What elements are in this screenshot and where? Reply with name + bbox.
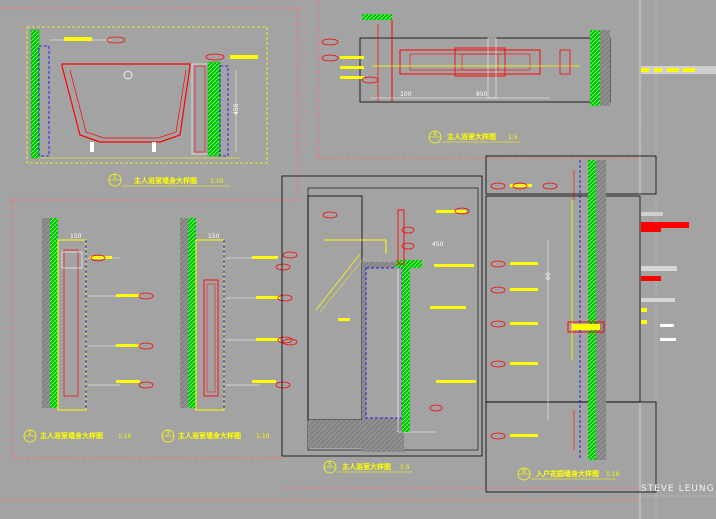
dim-60: 60 — [545, 272, 552, 280]
detail-4-plan: 100 850 — [321, 14, 611, 106]
detail-6-scale: 1:10 — [606, 471, 620, 478]
detail-4-number: 4 — [433, 131, 437, 138]
detail-1-title: 1 主人浴室墙身大样图 1:10 — [108, 173, 230, 187]
detail-2-label: 主人浴室墙身大样图 — [40, 431, 103, 440]
detail-3-label: 主人浴室墙身大样图 — [178, 431, 241, 440]
detail-2-scale: 1:10 — [118, 433, 132, 440]
dim-850: 850 — [476, 91, 488, 98]
title-block: STEVE LEUNG — [641, 66, 716, 497]
detail-5-label: 主人浴室大样图 — [342, 462, 391, 471]
detail-3-wall-section: 150 — [180, 218, 293, 411]
dim-150-a: 150 — [70, 233, 82, 240]
detail-1-number: 1 — [113, 174, 117, 181]
detail-5-number: 5 — [328, 461, 332, 468]
brand-text: STEVE LEUNG — [641, 484, 715, 494]
detail-3-number: 3 — [166, 430, 170, 437]
detail-1-label: 主人浴室墙身大样图 — [134, 176, 197, 185]
dim-450: 450 — [233, 103, 240, 115]
dim-100: 100 — [400, 91, 412, 98]
detail-3-scale: 1:10 — [256, 433, 270, 440]
detail-2-wall-section: 150 — [42, 218, 154, 411]
detail-6-wall-section: 60 — [485, 155, 657, 493]
detail-4-label: 主人浴室大样图 — [447, 132, 496, 141]
detail-5-section: 450 — [281, 175, 483, 457]
detail-6-title: 6 入户花园墙身大样图 1:10 — [517, 467, 620, 481]
dim-150-b: 150 — [208, 233, 220, 240]
detail-4-title: 4 主人浴室大样图 1:5 — [428, 130, 520, 144]
detail-2-number: 2 — [28, 430, 32, 437]
dim-450-b: 450 — [432, 241, 444, 248]
detail-3-title: 3 主人浴室墙身大样图 1:10 — [161, 429, 270, 443]
detail-2-title: 2 主人浴室墙身大样图 1:10 — [23, 429, 132, 443]
detail-6-label: 入户花园墙身大样图 — [535, 469, 599, 478]
detail-1-scale: 1:10 — [210, 178, 224, 185]
detail-4-scale: 1:5 — [508, 134, 518, 141]
detail-6-number: 6 — [522, 468, 526, 475]
detail-5-title: 5 主人浴室大样图 1:5 — [323, 460, 412, 474]
detail-5-scale: 1:5 — [400, 464, 410, 471]
detail-1-bathtub-section: 450 — [26, 26, 268, 164]
